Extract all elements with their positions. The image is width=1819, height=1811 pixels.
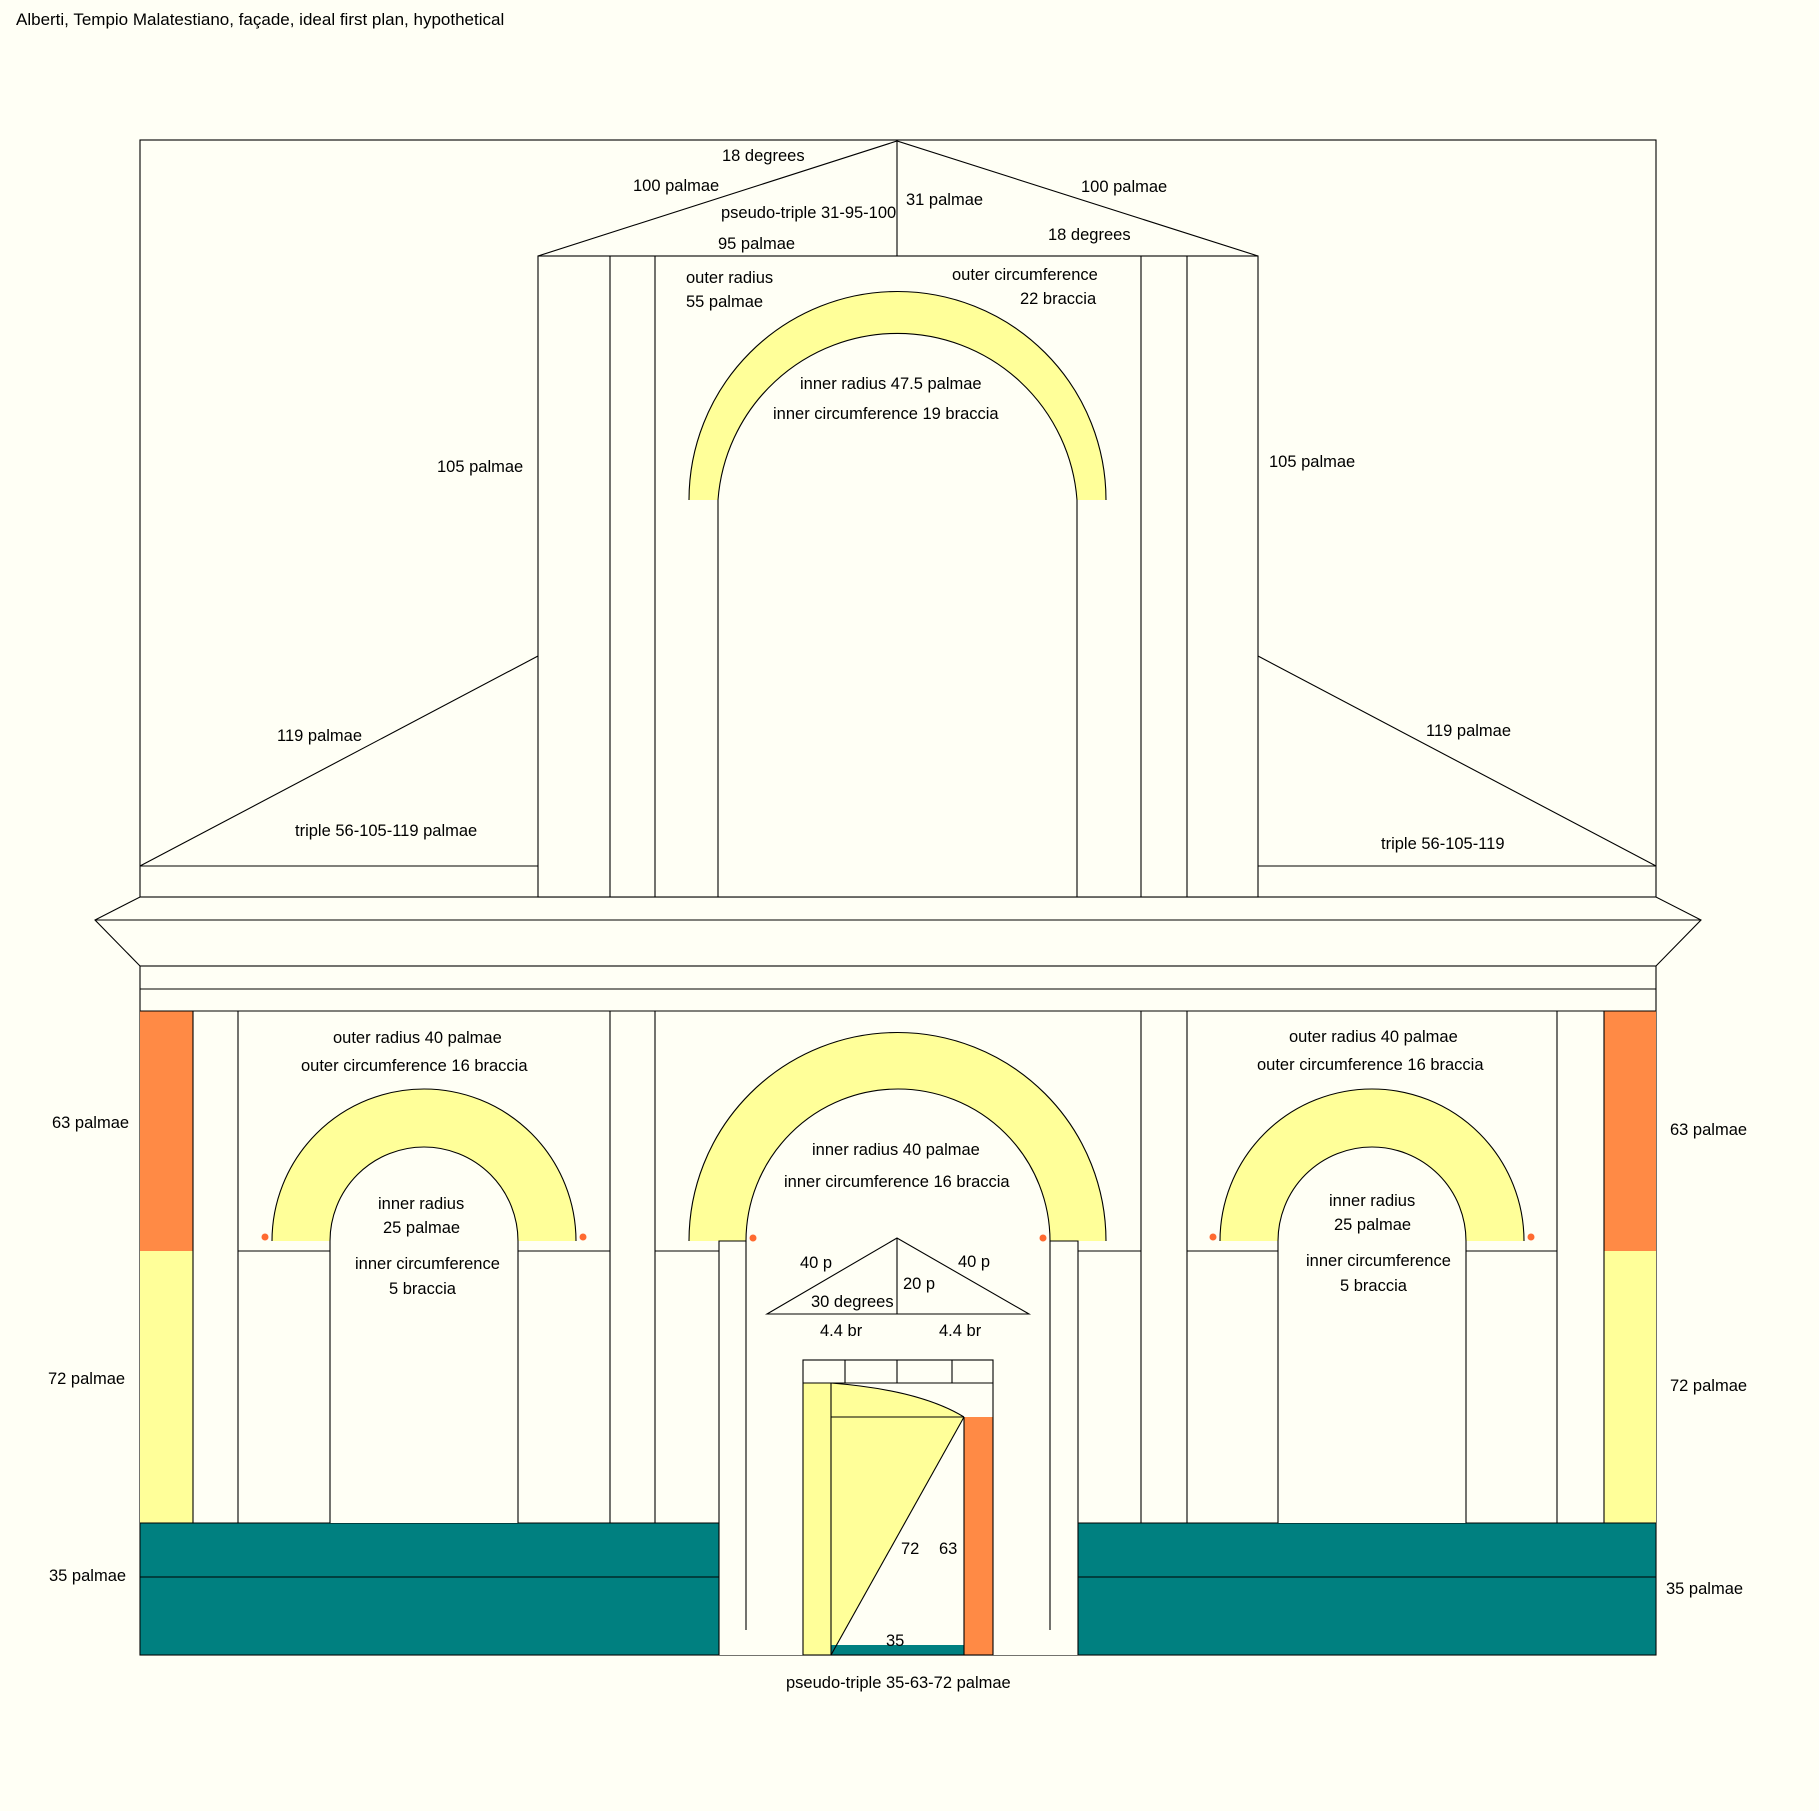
door-orange-strip	[964, 1417, 993, 1655]
center-arch-outer	[688, 1032, 1107, 1242]
right-orange-band	[1604, 1011, 1656, 1251]
center-arch-marker	[1039, 1234, 1047, 1242]
pediment-left-slope: 100 palmae	[633, 177, 719, 195]
left-teal-dimension: 35 palmae	[49, 1567, 126, 1585]
upper-arch-outer-circumference: outer circumference	[952, 266, 1098, 284]
small-triangle	[764, 1237, 1032, 1315]
small-triangle-angle: 30 degrees	[811, 1293, 894, 1311]
small-triangle-left-side: 40 p	[800, 1254, 832, 1272]
upper-left-height: 105 palmae	[437, 458, 523, 476]
right-arch-outer-circumference: outer circumference 16 braccia	[1257, 1056, 1484, 1074]
right-orange-dimension: 63 palmae	[1670, 1121, 1747, 1139]
right-arch-marker	[1527, 1233, 1535, 1241]
pediment-half-base: 95 palmae	[718, 235, 795, 253]
upper-arch-band	[689, 291, 1106, 500]
left-wing-slope	[139, 655, 539, 867]
right-arch-inner-radius-value: 25 palmae	[1334, 1216, 1411, 1234]
door-base-label: 35	[886, 1632, 904, 1650]
left-arch-marker	[261, 1233, 269, 1241]
right-arch-marker	[1209, 1233, 1217, 1241]
right-wing-triple: triple 56-105-119	[1381, 835, 1505, 853]
small-triangle-height-label: 20 p	[903, 1275, 935, 1293]
left-wing-slope-label: 119 palmae	[277, 727, 362, 745]
center-arch-marker	[749, 1234, 757, 1242]
right-arch-outer-radius: outer radius 40 palmae	[1289, 1028, 1458, 1046]
left-arch-band	[272, 1089, 576, 1241]
pediment-height: 31 palmae	[906, 191, 983, 209]
right-arch-inner-circumference-value: 5 braccia	[1340, 1277, 1408, 1295]
left-arch-outer-radius: outer radius 40 palmae	[333, 1029, 502, 1047]
upper-arch-inner-radius: inner radius 47.5 palmae	[800, 375, 982, 393]
upper-arch-outer	[688, 291, 1107, 501]
door-yellow-strip	[803, 1383, 831, 1655]
right-arch-outer	[1219, 1088, 1525, 1242]
door-hypotenuse-label: 72	[901, 1540, 919, 1558]
door-arc	[830, 1382, 965, 1418]
door-frame	[802, 1359, 994, 1656]
right-wing-slope	[1257, 655, 1657, 867]
left-arch-inner-radius-value: 25 palmae	[383, 1219, 460, 1237]
cornice	[94, 896, 1702, 967]
upper-arch-outer-circumference-value: 22 braccia	[1020, 290, 1097, 308]
door-side-label: 63	[939, 1540, 957, 1558]
right-yellow-dimension: 72 palmae	[1670, 1377, 1747, 1395]
left-orange-dimension: 63 palmae	[52, 1114, 129, 1132]
right-yellow-band	[1604, 1251, 1656, 1523]
left-arch-marker	[579, 1233, 587, 1241]
left-plinth	[139, 1522, 720, 1656]
small-triangle-right-side: 40 p	[958, 1253, 990, 1271]
pediment	[537, 140, 1259, 257]
upper-central-block	[537, 255, 1259, 898]
small-triangle-left-base: 4.4 br	[820, 1322, 863, 1340]
page-title: Alberti, Tempio Malatestiano, façade, id…	[16, 10, 505, 29]
pediment-triple: pseudo-triple 31-95-100	[721, 204, 896, 222]
small-triangle-right-base: 4.4 br	[939, 1322, 982, 1340]
left-orange-band	[140, 1011, 193, 1251]
right-arch-inner-circumference: inner circumference	[1306, 1252, 1451, 1270]
center-arch-inner-radius: inner radius 40 palmae	[812, 1141, 980, 1159]
center-arch-band	[689, 1032, 1106, 1241]
upper-arch-opening	[717, 332, 1078, 897]
door-base-bar	[831, 1645, 964, 1655]
door-hypotenuse	[830, 1416, 965, 1656]
right-plinth	[1077, 1522, 1657, 1656]
left-arch-outer-circumference: outer circumference 16 braccia	[301, 1057, 528, 1075]
center-arch-inner-circumference: inner circumference 16 braccia	[784, 1173, 1010, 1191]
left-arch-inner-circumference: inner circumference	[355, 1255, 500, 1273]
upper-arch-inner-circumference: inner circumference 19 braccia	[773, 405, 999, 423]
left-arch-outer	[271, 1088, 577, 1242]
right-teal-dimension: 35 palmae	[1666, 1580, 1743, 1598]
right-arch-opening	[1277, 1146, 1467, 1523]
upper-right-height: 105 palmae	[1269, 453, 1355, 471]
left-arch-inner-radius: inner radius	[378, 1195, 464, 1213]
left-arch-opening	[329, 1146, 519, 1523]
upper-arch-outer-radius: outer radius	[686, 269, 773, 287]
right-arch-inner-radius: inner radius	[1329, 1192, 1415, 1210]
upper-arch-outer-radius-value: 55 palmae	[686, 293, 763, 311]
pediment-right-angle: 18 degrees	[1048, 226, 1131, 244]
left-yellow-dimension: 72 palmae	[48, 1370, 125, 1388]
left-arch-inner-circumference-value: 5 braccia	[389, 1280, 457, 1298]
left-yellow-band	[140, 1251, 193, 1523]
door-arc-fill	[831, 1383, 964, 1417]
right-arch-band	[1220, 1089, 1524, 1241]
left-wing-triple: triple 56-105-119 palmae	[295, 822, 477, 840]
pediment-right-slope: 100 palmae	[1081, 178, 1167, 196]
pediment-apex-angle: 18 degrees	[722, 147, 805, 165]
right-wing-slope-label: 119 palmae	[1426, 722, 1511, 740]
door-caption: pseudo-triple 35-63-72 palmae	[786, 1674, 1011, 1692]
